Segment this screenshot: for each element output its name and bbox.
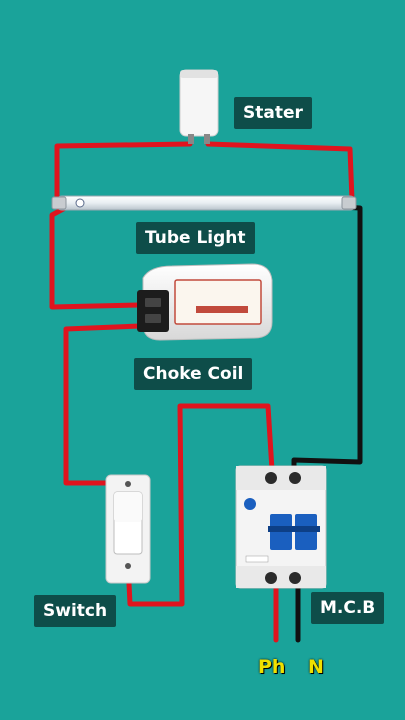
wire-starter-to-tube-right [205, 141, 355, 203]
switch [105, 474, 151, 584]
wire-switch-to-mcb [125, 403, 275, 607]
wire-choke-to-switch [63, 323, 143, 486]
mcb [235, 465, 327, 589]
red-wires [49, 141, 355, 643]
label-mcb: M.C.B [311, 592, 385, 625]
starter [179, 69, 219, 144]
label-switch: Switch [34, 595, 117, 628]
tube-light [51, 195, 357, 211]
wire-neutral-tube-to-mcb [291, 204, 363, 473]
label-stater: Stater [234, 97, 312, 130]
label-phase: Ph [258, 656, 286, 678]
label-neutral: N [308, 656, 324, 678]
wire-tube-to-choke [49, 205, 143, 310]
wire-starter-to-tube-left [54, 141, 193, 199]
label-tube-light: Tube Light [136, 222, 255, 255]
choke-coil [137, 263, 273, 341]
label-choke-coil: Choke Coil [134, 358, 253, 391]
